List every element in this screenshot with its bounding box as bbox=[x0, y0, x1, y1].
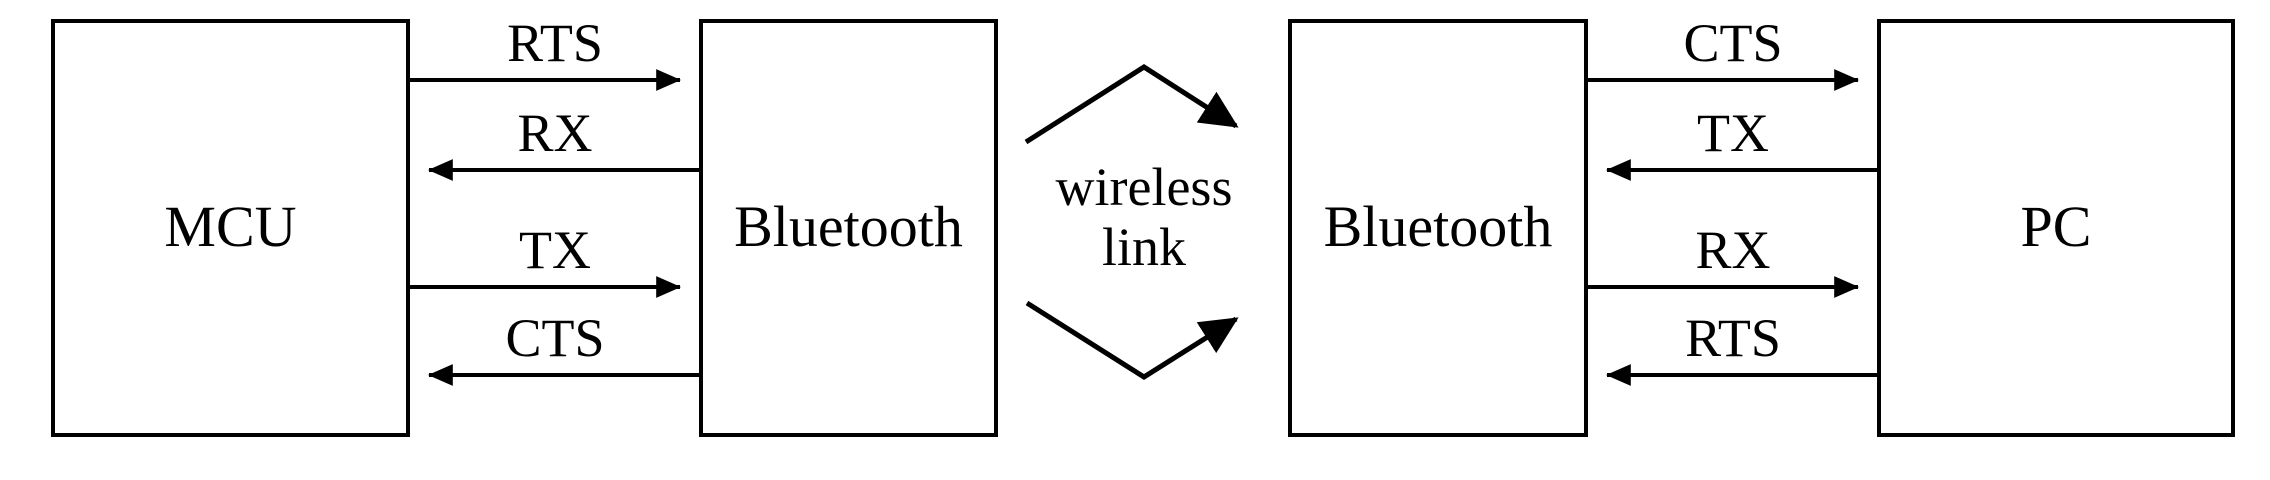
node-label-mcu: MCU bbox=[164, 194, 297, 259]
node-label-pc: PC bbox=[2020, 194, 2092, 259]
signal-label-rx-left: RX bbox=[517, 103, 593, 163]
wireless-link-label-line2: link bbox=[1101, 217, 1186, 277]
signal-label-cts-right: CTS bbox=[1683, 13, 1783, 73]
signal-label-rx-right: RX bbox=[1695, 220, 1771, 280]
node-box-bluetooth-right bbox=[1288, 19, 1588, 437]
signal-label-tx-left: TX bbox=[519, 220, 591, 280]
node-label-bluetooth-left: Bluetooth bbox=[734, 194, 963, 259]
wireless-link-label-line1: wireless bbox=[1055, 157, 1233, 217]
signal-label-rts-right: RTS bbox=[1685, 308, 1781, 368]
wireless-link-lower-arrow bbox=[1025, 300, 1239, 380]
signal-label-cts-left: CTS bbox=[505, 308, 605, 368]
node-box-bluetooth-left bbox=[699, 19, 998, 437]
node-box-mcu bbox=[51, 19, 410, 437]
node-box-pc bbox=[1877, 19, 2235, 437]
signal-label-rts-left: RTS bbox=[507, 13, 603, 73]
wireless-link-upper-arrow bbox=[1024, 64, 1239, 145]
node-label-bluetooth-right: Bluetooth bbox=[1323, 194, 1553, 259]
signal-label-tx-right: TX bbox=[1697, 103, 1769, 163]
